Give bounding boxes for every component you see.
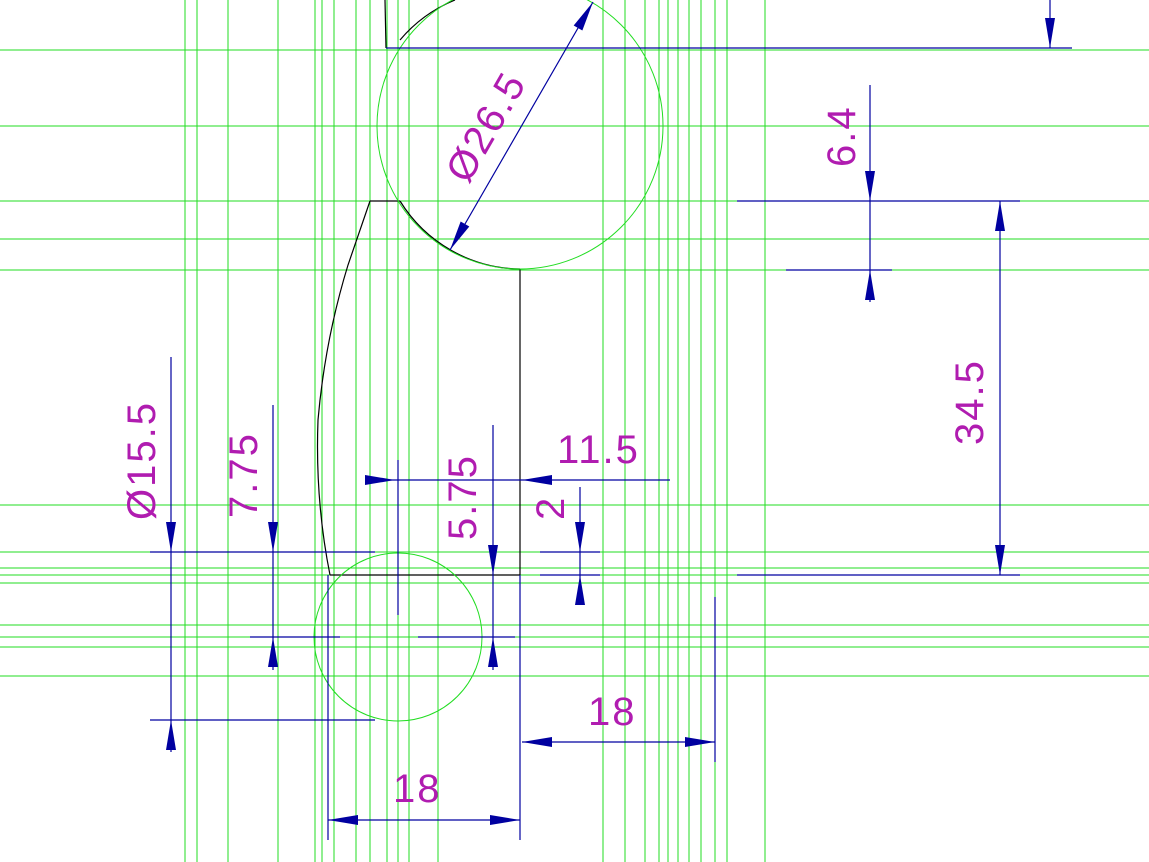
outline-top-arc <box>399 0 456 41</box>
arrowhead-icon <box>865 270 875 300</box>
arrowhead-icon <box>1045 18 1055 48</box>
dim-height: 34.5 <box>948 359 992 445</box>
dimension-labels: Ø26.5 6.4 34.5 Ø15.5 7.75 5.75 2 11.5 18… <box>120 64 992 811</box>
outline-top-vertical <box>384 0 387 49</box>
dim-bottom-width-right: 18 <box>588 690 637 734</box>
arrowhead-icon <box>268 522 278 552</box>
arrowhead-icon <box>995 201 1005 231</box>
arrowhead-icon <box>268 637 278 667</box>
outline <box>316 0 521 576</box>
dim-small-offset: 5.75 <box>441 454 485 540</box>
dim-top-offset: 6.4 <box>820 105 864 167</box>
arrowhead-icon <box>490 815 520 825</box>
arrowhead-icon <box>450 221 470 250</box>
arrowhead-icon <box>575 575 585 605</box>
arrowhead-icon <box>488 545 498 575</box>
arrowhead-icon <box>166 720 176 750</box>
dim-bottom-width-left: 18 <box>393 767 442 811</box>
arrowhead-icon <box>522 475 552 485</box>
arrowhead-icon <box>575 522 585 552</box>
dim-small-diameter: Ø15.5 <box>120 401 164 520</box>
arrowhead-icon <box>995 545 1005 575</box>
dim-step: 2 <box>529 496 573 520</box>
dim-center-to-edge: 11.5 <box>557 428 640 472</box>
arrowhead-icon <box>522 737 552 747</box>
arrowhead-icon <box>328 815 358 825</box>
outline-left-curve <box>316 200 371 576</box>
dim-small-radius: 7.75 <box>222 432 266 518</box>
arrowhead-icon <box>865 171 875 201</box>
large-circle <box>376 0 664 270</box>
arrowhead-icon <box>488 637 498 667</box>
arrowhead-icon <box>685 737 715 747</box>
arrowhead-icon <box>365 475 395 485</box>
dimension-lines <box>150 0 1072 840</box>
arrowhead-icon <box>573 2 593 31</box>
arrowhead-icon <box>166 522 176 552</box>
dimension-line <box>449 1 594 251</box>
